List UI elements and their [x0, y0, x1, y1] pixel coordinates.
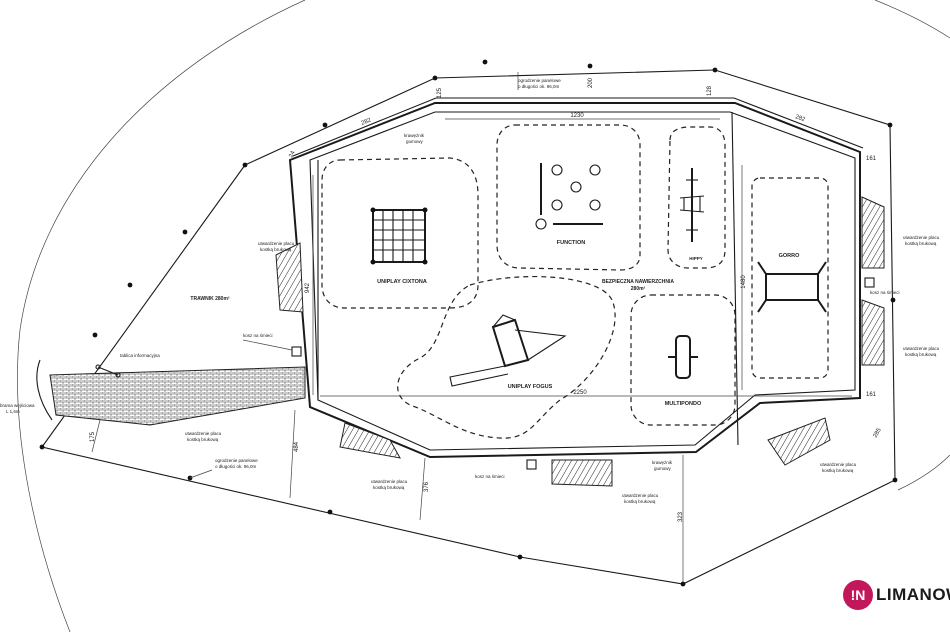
- zone-hippy: [667, 126, 726, 269]
- label-ogrodzenie-top-1: ogrodzenie panelowe: [518, 78, 561, 83]
- label-utw-3a: utwardzenie placu: [371, 479, 408, 484]
- label-hippy: HIPPY: [689, 256, 703, 261]
- safety-surface: [309, 111, 856, 451]
- boundary-points: [39, 59, 898, 587]
- trash-bin-left: [291, 346, 302, 357]
- function-equipment: [535, 163, 603, 230]
- paved-area-bottom-right: [767, 417, 831, 466]
- trash-bin-right: [864, 277, 875, 288]
- plot-boundary: [41, 69, 896, 585]
- dim-24: 24: [288, 150, 297, 159]
- label-trawnik: TRAWNIK 280m²: [190, 296, 230, 302]
- zone-multipondo: [630, 294, 736, 426]
- logo-mark: !N: [843, 580, 873, 610]
- label-ogrodzenie-bottom-2: o długości ok. 96,0m: [215, 464, 257, 469]
- label-kosz-right: kosz na śmieci: [870, 290, 900, 295]
- label-surface-area: 280m²: [631, 286, 646, 292]
- label-surface: BEZPIECZNA NAWIERZCHNIA: [602, 279, 674, 285]
- dim-484: 484: [294, 441, 300, 452]
- label-utw-1b: kostką brukową: [260, 247, 292, 252]
- climbing-net-equipment: [370, 207, 428, 265]
- entrance-curve: [36, 359, 53, 421]
- label-multipondo: MULTIPONDO: [665, 401, 702, 407]
- brand-logo: !N LIMANOW: [843, 580, 950, 612]
- dim-left-height: 942: [305, 282, 311, 293]
- gorro-equipment: [757, 261, 827, 313]
- trash-bin-bottom: [526, 459, 537, 470]
- zone-uniplay-fogus: [397, 275, 616, 439]
- label-utw-7b: kostką brukową: [905, 352, 937, 357]
- label-kosz-left: kosz na śmieci: [243, 333, 273, 338]
- paved-path: [49, 366, 306, 426]
- label-utw-5b: kostką brukową: [822, 468, 854, 473]
- paved-area-bottom-center: [551, 459, 613, 487]
- multipondo-equipment: [668, 335, 698, 379]
- dim-161-bottom: 161: [866, 392, 877, 398]
- dim-125: 125: [437, 87, 443, 98]
- dim-376: 376: [424, 481, 430, 492]
- inner-wall-right: [731, 111, 739, 446]
- label-uniplay-cixtona: UNIPLAY CIXTONA: [377, 279, 427, 285]
- label-kraw-1b: gumowy: [406, 139, 424, 144]
- paved-area-right-top: [861, 196, 885, 269]
- zone-uniplay-cixtona: [321, 157, 479, 309]
- label-utw-6b: kostką brukową: [905, 241, 937, 246]
- logo-text: LIMANOW: [876, 585, 950, 604]
- label-utw-3b: kostką brukową: [373, 485, 405, 490]
- dim-285: 285: [873, 427, 884, 439]
- label-gorro: GORRO: [779, 253, 801, 259]
- label-ogrodzenie-top-2: o długości ok. 96,0m: [518, 84, 560, 89]
- label-utw-7a: utwardzenie placu: [903, 346, 940, 351]
- outer-arc-left: [17, 0, 306, 632]
- label-utw-5a: utwardzenie placu: [820, 462, 857, 467]
- label-entry-2: L 1,6m: [6, 409, 20, 414]
- paved-area-left: [275, 242, 304, 313]
- dim-right-height: 1480: [741, 275, 747, 289]
- info-board: [97, 366, 119, 376]
- outer-arc-right: [874, 0, 950, 39]
- dim-175: 175: [90, 431, 96, 442]
- dim-128: 128: [707, 85, 713, 96]
- label-entry-1: brama wejściowa: [0, 403, 35, 408]
- label-ogrodzenie-bottom-1: ogrodzenie panelowe: [215, 458, 258, 463]
- label-tablica: tablica informacyjna: [120, 353, 160, 358]
- dim-282-right: 282: [794, 114, 806, 123]
- zone-function: [496, 124, 641, 271]
- label-kraw-2b: gumowy: [654, 466, 672, 471]
- label-kraw-2a: krawężnik: [652, 460, 673, 465]
- dim-top-width: 1230: [570, 113, 584, 119]
- dim-200: 200: [588, 77, 594, 88]
- label-utw-4b: kostką brukową: [624, 499, 656, 504]
- dim-bottom-width: 2250: [573, 390, 587, 396]
- paved-area-right-bottom: [861, 299, 885, 366]
- dim-323: 323: [678, 511, 684, 522]
- label-utw-4a: utwardzenie placu: [622, 493, 659, 498]
- zone-gorro: [751, 177, 829, 379]
- label-kraw-1a: krawężnik: [404, 133, 425, 138]
- label-utw-1a: utwardzenie placu: [258, 241, 295, 246]
- outer-arc-right-lower: [897, 454, 950, 491]
- fence-line: [292, 97, 864, 157]
- label-uniplay-fogus: UNIPLAY FOGUS: [508, 384, 553, 390]
- dim-161-top: 161: [866, 156, 877, 162]
- playground-outline: [288, 102, 861, 459]
- paved-area-bottom-left: [339, 422, 401, 459]
- slide-tower-equipment: [449, 314, 567, 387]
- label-function: FUNCTION: [557, 240, 585, 246]
- label-utw-6a: utwardzenie placu: [903, 235, 940, 240]
- label-utw-2a: utwardzenie placu: [185, 431, 222, 436]
- dim-282-left: 282: [361, 117, 373, 127]
- label-utw-2b: kostką brukową: [187, 437, 219, 442]
- seesaw-equipment: [679, 168, 705, 242]
- label-kosz-bottom: kosz na śmieci: [475, 474, 505, 479]
